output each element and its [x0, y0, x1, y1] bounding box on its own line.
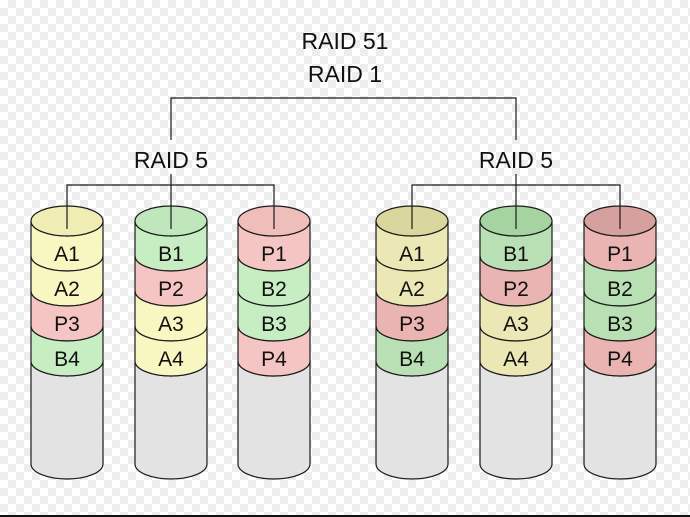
disk-segment	[134, 325, 208, 377]
disk-segment-label: B4	[54, 348, 80, 371]
disk-body	[479, 360, 553, 480]
disk-segment-label: A1	[54, 243, 80, 266]
raid5-right-bracket-line	[411, 174, 621, 229]
disk-segment-label: B2	[607, 278, 633, 301]
disk-segment-label: B2	[261, 278, 287, 301]
disk-segment-label: P3	[399, 313, 425, 336]
disk-segment-label: P2	[503, 278, 529, 301]
raid5-left-label: RAID 5	[134, 147, 208, 173]
disk-segment	[479, 325, 553, 377]
disk-segment-label: P2	[158, 278, 184, 301]
disk-segment	[237, 325, 311, 377]
disk-body	[237, 360, 311, 480]
disk-segment-label: B1	[158, 243, 184, 266]
disk-segment-label: A3	[158, 313, 184, 336]
disk-segment-label: A4	[503, 348, 529, 371]
disk-segment-label: P4	[607, 348, 633, 371]
raid5-left-bracket-line	[66, 174, 275, 229]
disk-segment-label: P3	[54, 313, 80, 336]
bottom-border-line	[0, 515, 690, 517]
disk-segment-label: P1	[607, 243, 633, 266]
disk-segment-label: A4	[158, 348, 184, 371]
disk-segment-label: A2	[54, 278, 80, 301]
disk-segment-label: A1	[399, 243, 425, 266]
disk-segment-label: A3	[503, 313, 529, 336]
disk-segment-label: B1	[503, 243, 529, 266]
disk-body	[375, 360, 449, 480]
raid1-bracket-line	[170, 97, 517, 140]
disk-segment-label: P1	[261, 243, 287, 266]
disk-segment	[583, 325, 657, 377]
raid1-label: RAID 1	[308, 61, 382, 87]
disk-segment-label: B3	[607, 313, 633, 336]
disk-body	[30, 360, 104, 480]
diagram-title: RAID 51	[302, 28, 389, 54]
disk-segment	[30, 325, 104, 377]
disk-body	[583, 360, 657, 480]
disk-segment-label: P4	[261, 348, 287, 371]
disk-body	[134, 360, 208, 480]
raid5-right-label: RAID 5	[479, 147, 553, 173]
disk-segment	[375, 325, 449, 377]
disk-segment-label: B4	[399, 348, 425, 371]
disk-segment-label: B3	[261, 313, 287, 336]
disk-segment-label: A2	[399, 278, 425, 301]
